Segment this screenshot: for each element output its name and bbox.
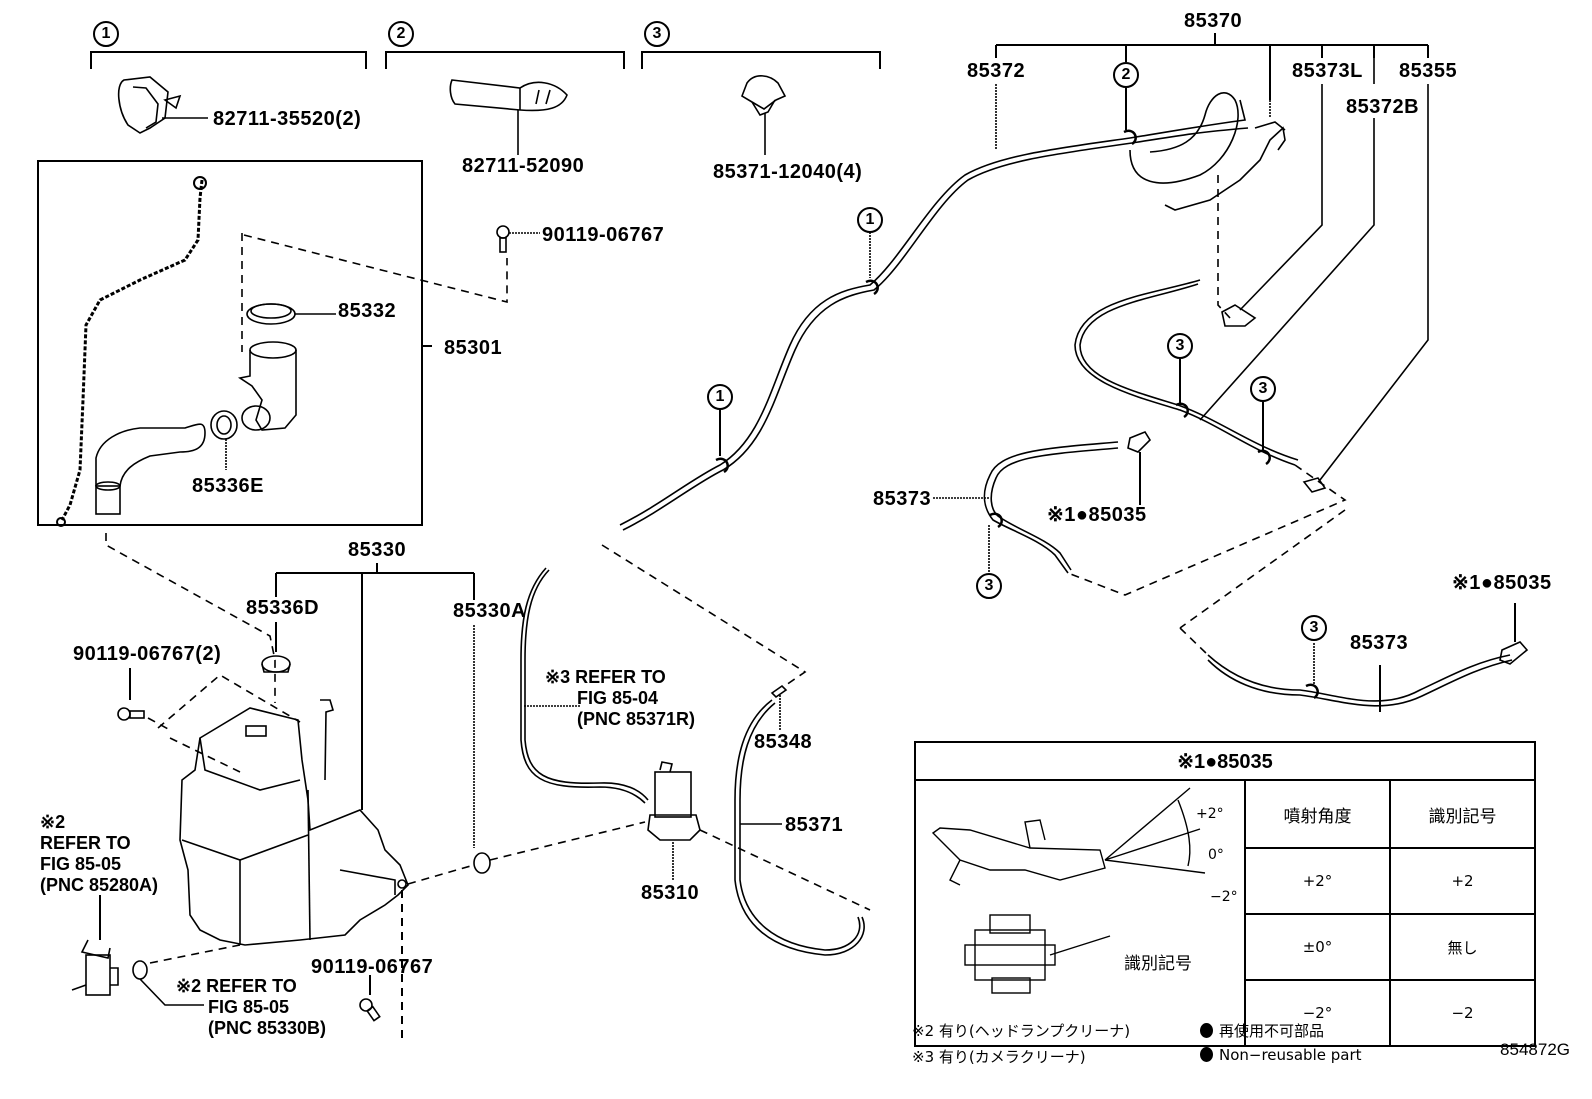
group-marker-2: 2	[388, 21, 414, 47]
group-bracket-1	[90, 51, 367, 69]
part-85373-right[interactable]: 85373	[1350, 632, 1409, 654]
part-85370[interactable]: 85370	[1184, 10, 1243, 32]
part-82711-52090[interactable]: 82711-52090	[462, 155, 585, 177]
tether-chain	[60, 179, 204, 521]
part-85330A[interactable]: 85330A	[453, 600, 527, 622]
clip-marker-3: 3	[976, 573, 1002, 599]
washer-tank-icon	[179, 699, 409, 946]
part-bolt-bottom[interactable]: 90119-06767	[311, 956, 434, 978]
part-85371-12040[interactable]: 85371-12040(4)	[713, 161, 863, 183]
figure-id: 854872G	[1500, 1040, 1570, 1059]
bullet-icon	[1200, 1047, 1213, 1062]
table-row: ±0° 無し	[915, 913, 1536, 981]
angle-label-0: 0°	[1208, 847, 1224, 863]
table-row: −2° −2	[915, 979, 1536, 1047]
camera-hose	[520, 567, 649, 804]
part-85355[interactable]: 85355	[1399, 60, 1458, 82]
note-refer-camera: ※3 REFER TO FIG 85-04 (PNC 85371R)	[545, 667, 696, 729]
bolt-icon	[359, 998, 381, 1022]
bolt-icon	[117, 707, 145, 721]
note-refer-grommet: ※2 REFER TO FIG 85-05 (PNC 85330B)	[176, 976, 327, 1038]
bullet-icon	[1200, 1023, 1213, 1038]
part-85373-left[interactable]: 85373	[873, 488, 932, 510]
joint-icon	[770, 684, 788, 730]
hose-85372b	[1074, 279, 1299, 466]
header-id-mark: 識別記号	[1389, 779, 1536, 849]
washer-pump-icon	[647, 761, 701, 880]
cap-icon	[246, 303, 336, 325]
part-85336E[interactable]: 85336E	[192, 475, 264, 497]
nozzle-spec-table: ※1●85035 +2° 0° −2° 識別記号 噴射角度 識別記号 +2° +…	[914, 741, 1536, 1047]
grommet-icon	[473, 852, 491, 874]
footnote-3: ※3 有り(カメラクリーナ)	[912, 1048, 1086, 1066]
clip-marker-1: 1	[707, 384, 733, 410]
hose-85373-left	[983, 441, 1119, 574]
legend-nonreusable-jp: 再使用不可部品	[1200, 1020, 1324, 1041]
clip-icon	[449, 79, 568, 155]
part-85371[interactable]: 85371	[785, 814, 844, 836]
part-85348[interactable]: 85348	[754, 731, 813, 753]
spec-table-illustration: +2° 0° −2° 識別記号	[914, 779, 1246, 1047]
group-marker-1: 1	[93, 21, 119, 47]
part-85035-right[interactable]: ※1●85035	[1452, 572, 1552, 594]
angle-label-minus2: −2°	[1210, 889, 1238, 905]
part-85035-left[interactable]: ※1●85035	[1047, 504, 1147, 526]
header-spray-angle: 噴射角度	[1244, 779, 1391, 849]
angle-label-plus2: +2°	[1196, 806, 1224, 822]
clip-icon	[1302, 477, 1327, 493]
part-85332[interactable]: 85332	[338, 300, 397, 322]
part-85372B[interactable]: 85372B	[1346, 96, 1420, 118]
legend-nonreusable-en: Non−reusable part	[1200, 1046, 1362, 1064]
inlet-assembly-box	[37, 160, 423, 526]
table-row: +2° +2	[915, 847, 1536, 915]
id-mark-callout: 識別記号	[1124, 954, 1192, 974]
hose-85373-right	[1207, 654, 1513, 707]
group-marker-3: 3	[644, 21, 670, 47]
hose-bracket-icon	[1129, 92, 1286, 211]
part-85310[interactable]: 85310	[641, 882, 700, 904]
part-85373L[interactable]: 85373L	[1292, 60, 1363, 82]
footnote-2: ※2 有り(ヘッドランプクリーナ)	[912, 1022, 1131, 1040]
part-85330[interactable]: 85330	[348, 539, 407, 561]
grommet-icon	[132, 960, 204, 1006]
part-screw-top[interactable]: 90119-06767	[542, 224, 665, 246]
part-82711-35520[interactable]: 82711-35520(2)	[213, 108, 362, 130]
note-refer-pump: ※2 REFER TO FIG 85-05 (PNC 85280A)	[40, 812, 159, 895]
nozzle-icon	[1221, 304, 1257, 327]
group-bracket-2	[385, 51, 625, 69]
clip-marker-3: 3	[1301, 615, 1327, 641]
group-bracket-3	[641, 51, 881, 69]
filler-neck-icon	[237, 341, 297, 431]
part-85336D[interactable]: 85336D	[246, 597, 320, 619]
clip-marker-2: 2	[1113, 62, 1139, 88]
part-bolt-2[interactable]: 90119-06767(2)	[73, 643, 222, 665]
nozzle-icon	[1127, 431, 1152, 505]
spec-table-title: ※1●85035	[914, 741, 1536, 781]
part-85372[interactable]: 85372	[967, 60, 1026, 82]
part-85301[interactable]: 85301	[444, 337, 503, 359]
clip-marker-3: 3	[1167, 333, 1193, 359]
clip-icon	[741, 75, 787, 155]
grommet-icon	[261, 655, 291, 673]
clip-marker-3: 3	[1250, 376, 1276, 402]
inlet-hose-icon	[95, 423, 206, 515]
nozzle-icon	[1499, 603, 1529, 665]
headlamp-pump-icon	[71, 939, 119, 996]
clip-marker-1: 1	[857, 207, 883, 233]
screw-icon	[496, 225, 540, 253]
washer-hose	[734, 699, 865, 956]
clip-icon	[117, 76, 208, 134]
seal-icon	[210, 410, 238, 470]
